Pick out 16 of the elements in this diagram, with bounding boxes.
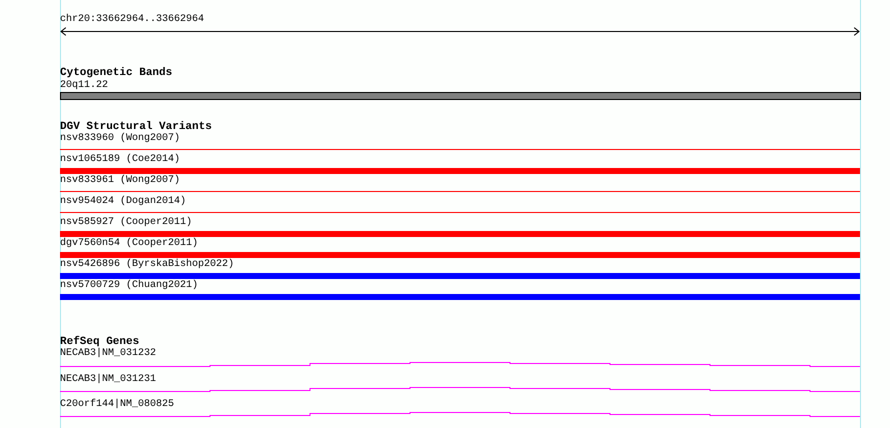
feature-label: nsv5700729 (Chuang2021) <box>60 280 198 292</box>
feature-label: NECAB3|NM_031232 <box>60 348 156 360</box>
feature-label: nsv1065189 (Coe2014) <box>60 154 180 166</box>
track-title: Cytogenetic Bands <box>60 67 172 79</box>
feature-label: nsv585927 (Cooper2011) <box>60 217 192 229</box>
track-title: RefSeq Genes <box>60 336 140 348</box>
track-title: DGV Structural Variants <box>60 121 212 133</box>
coordinate-label: chr20:33662964..33662964 <box>60 14 204 26</box>
feature-label: nsv954024 (Dogan2014) <box>60 196 186 208</box>
feature-label: nsv833960 (Wong2007) <box>60 133 180 145</box>
feature-label: C20orf144|NM_080825 <box>60 399 174 411</box>
feature-label: NECAB3|NM_031231 <box>60 374 156 386</box>
feature-label: nsv833961 (Wong2007) <box>60 175 180 187</box>
feature-label: 20q11.22 <box>60 80 108 92</box>
feature-label: dgv7560n54 (Cooper2011) <box>60 238 198 250</box>
feature-label: nsv5426896 (ByrskaBishop2022) <box>60 259 234 271</box>
